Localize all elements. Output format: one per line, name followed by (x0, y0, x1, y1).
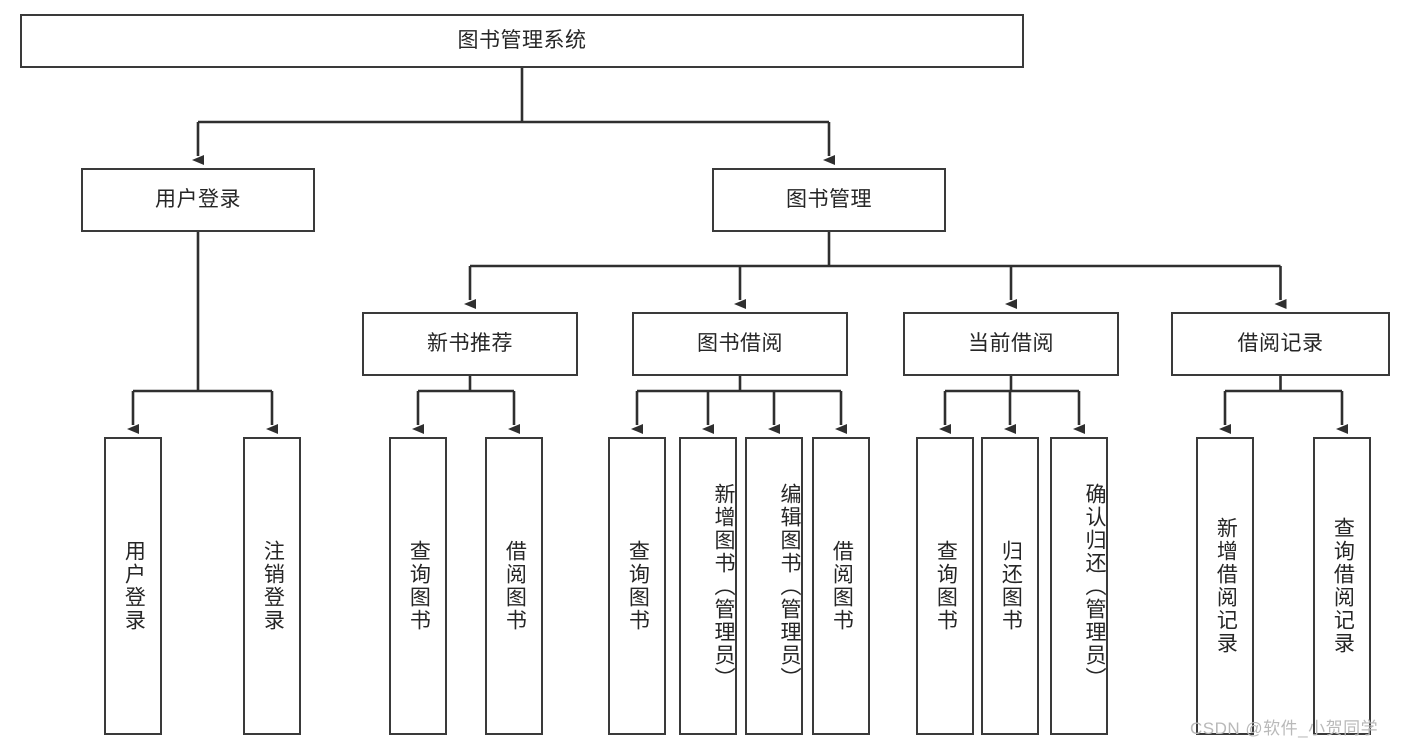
node-leaf-add-book-admin[interactable]: 新增图书（管理员） (679, 437, 737, 735)
node-root[interactable]: 图书管理系统 (20, 14, 1024, 68)
node-label: 当前借阅 (968, 331, 1054, 355)
node-borrow-record[interactable]: 借阅记录 (1171, 312, 1390, 376)
node-label: 编辑图书（管理员） (778, 482, 801, 690)
node-leaf-return-book[interactable]: 归还图书 (981, 437, 1039, 735)
node-leaf-query-book-1[interactable]: 查询图书 (389, 437, 447, 735)
node-leaf-edit-book-admin[interactable]: 编辑图书（管理员） (745, 437, 803, 735)
node-label: 用户登录 (122, 540, 146, 632)
node-leaf-borrow-book-2[interactable]: 借阅图书 (812, 437, 870, 735)
node-label: 查询图书 (934, 540, 958, 632)
node-label: 查询借阅记录 (1331, 517, 1355, 655)
node-label: 归还图书 (999, 540, 1023, 632)
node-leaf-query-borrow-record[interactable]: 查询借阅记录 (1313, 437, 1371, 735)
node-current-borrow[interactable]: 当前借阅 (903, 312, 1119, 376)
node-label: 用户登录 (155, 187, 241, 211)
node-label: 借阅图书 (503, 540, 527, 632)
node-leaf-add-borrow-record[interactable]: 新增借阅记录 (1196, 437, 1254, 735)
node-label: 图书管理系统 (457, 28, 587, 52)
node-label: 借阅记录 (1237, 331, 1324, 355)
node-leaf-query-book-2[interactable]: 查询图书 (608, 437, 666, 735)
node-label: 借阅图书 (830, 540, 854, 632)
node-label: 新书推荐 (427, 331, 513, 355)
node-label: 图书借阅 (697, 331, 783, 355)
node-label: 查询图书 (407, 540, 431, 632)
node-label: 新增借阅记录 (1214, 517, 1238, 655)
node-leaf-query-book-3[interactable]: 查询图书 (916, 437, 974, 735)
node-leaf-logout[interactable]: 注销登录 (243, 437, 301, 735)
node-leaf-confirm-return-admin[interactable]: 确认归还（管理员） (1050, 437, 1108, 735)
node-leaf-borrow-book-1[interactable]: 借阅图书 (485, 437, 543, 735)
node-label: 图书管理 (786, 187, 872, 211)
node-label: 查询图书 (626, 540, 650, 632)
csdn-watermark: CSDN @软件_小贺同学 (1190, 719, 1379, 738)
node-label: 新增图书（管理员） (712, 482, 735, 690)
node-book-borrow[interactable]: 图书借阅 (632, 312, 848, 376)
node-leaf-user-login[interactable]: 用户登录 (104, 437, 162, 735)
node-new-book-recommend[interactable]: 新书推荐 (362, 312, 578, 376)
node-label: 确认归还（管理员） (1083, 482, 1106, 690)
node-user-login[interactable]: 用户登录 (81, 168, 315, 232)
node-label: 注销登录 (261, 540, 285, 632)
node-book-manage[interactable]: 图书管理 (712, 168, 946, 232)
